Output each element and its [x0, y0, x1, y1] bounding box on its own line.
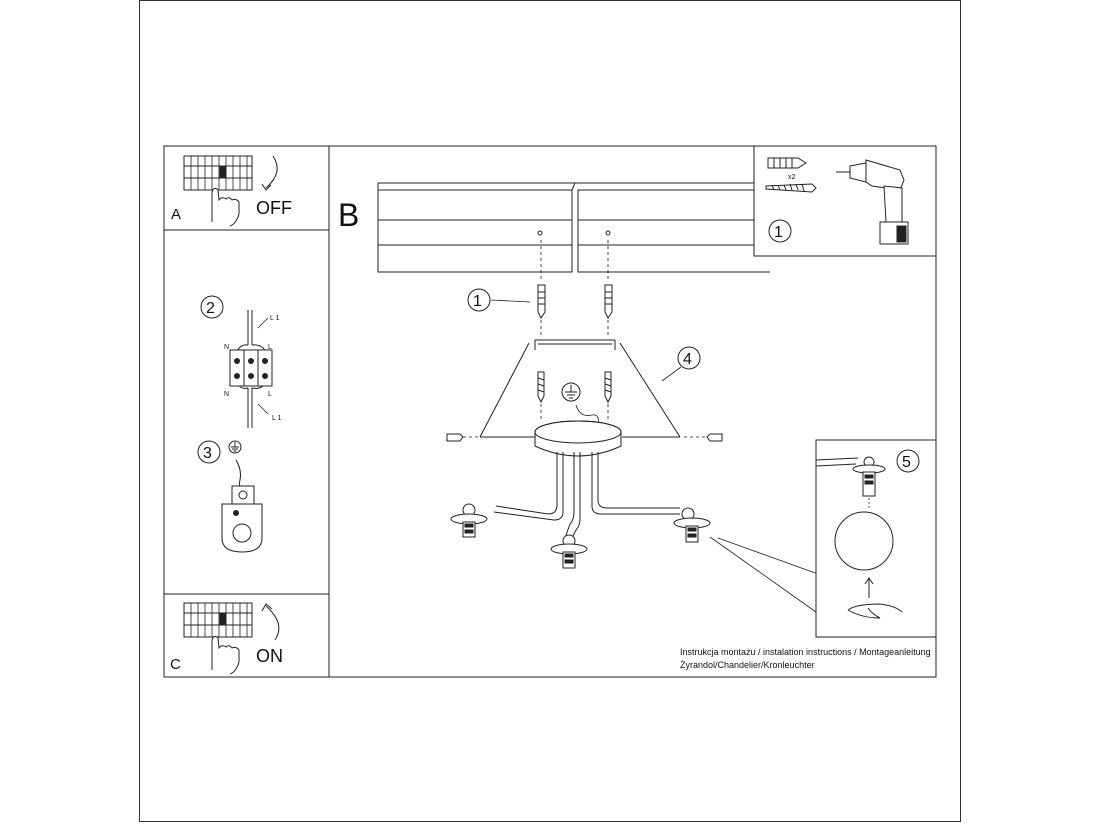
anchor-count: x2 — [788, 174, 796, 181]
rotate-arrow-icon — [847, 603, 903, 613]
wall-plug-icon — [767, 157, 807, 169]
breaker-box-icon — [183, 155, 253, 191]
main-box — [163, 145, 937, 678]
step-3-number: 3 — [203, 445, 212, 462]
panel-c-letter: C — [170, 656, 181, 673]
drill-icon — [836, 159, 909, 245]
wire-n-bottom: N — [224, 391, 229, 398]
canopy — [534, 420, 622, 457]
step-2-number: 2 — [206, 300, 215, 317]
wire-l1-top: L 1 — [270, 315, 280, 322]
panel-c-state: ON — [256, 646, 283, 666]
step-1-main-number: 1 — [473, 293, 482, 310]
socket-left — [450, 503, 488, 538]
mounting-bracket — [479, 339, 681, 438]
panel-a-letter: A — [171, 206, 181, 223]
caption: Instrukcja montażu / instalation instruc… — [680, 646, 931, 671]
wall-plugs — [537, 240, 613, 338]
socket-middle — [550, 534, 588, 569]
wiring-step: 2 L 1 N L N L L 1 — [200, 295, 282, 428]
ceiling-drawing — [377, 182, 770, 273]
arrow-up-icon — [265, 605, 280, 641]
canopy-screws — [537, 371, 612, 425]
ground-symbol-icon — [561, 382, 581, 402]
caption-line-1: Instrukcja montażu / instalation instruc… — [680, 647, 931, 657]
screw-icon — [765, 183, 817, 193]
wire-l-top: L — [268, 344, 272, 351]
side-screws — [446, 433, 723, 442]
tools-inset: x2 1 — [753, 145, 937, 257]
step-5-number: 5 — [902, 454, 911, 471]
page-frame — [139, 0, 961, 822]
caption-line-2: Żyrandol/Chandelier/Kronleuchter — [680, 659, 815, 670]
ground-symbol-icon — [228, 440, 242, 454]
bulb-inset: 5 — [815, 439, 937, 638]
hand-icon — [211, 635, 240, 675]
step-4-number: 4 — [683, 351, 692, 368]
panel-a: A OFF — [163, 145, 330, 231]
wire-l-bottom: L — [268, 391, 272, 398]
breaker-box-icon — [183, 602, 253, 638]
arrow-down-icon — [265, 155, 278, 189]
globe-shade-icon — [834, 511, 894, 571]
wire-n-top: N — [224, 344, 229, 351]
hand-icon — [211, 187, 240, 227]
socket-right — [673, 507, 711, 543]
chandelier-arms — [493, 452, 680, 541]
ground-step: 3 — [197, 440, 263, 553]
wire-l1-bottom: L 1 — [272, 415, 282, 422]
step-1-number: 1 — [774, 224, 783, 241]
panel-b-letter: B — [338, 197, 359, 233]
panel-c: C ON — [163, 593, 330, 678]
panel-a-state: OFF — [256, 198, 292, 218]
